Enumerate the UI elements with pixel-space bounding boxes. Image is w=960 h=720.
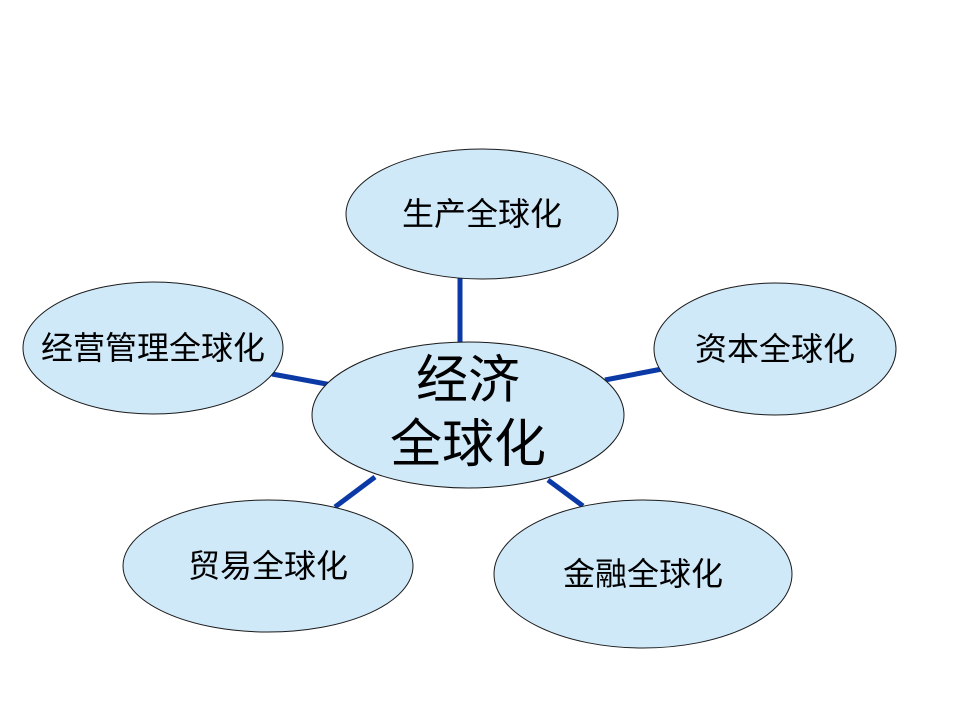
node-finance-label: 金融全球化 bbox=[563, 555, 723, 593]
center-label-line1: 经济 bbox=[416, 351, 520, 411]
node-finance[interactable]: 金融全球化 bbox=[493, 499, 793, 649]
node-production-label: 生产全球化 bbox=[402, 195, 562, 233]
node-trade[interactable]: 贸易全球化 bbox=[122, 499, 414, 633]
node-center[interactable]: 经济 全球化 bbox=[311, 341, 625, 489]
connector-capital bbox=[604, 366, 663, 383]
node-management-shape bbox=[22, 281, 284, 415]
node-capital-shape bbox=[653, 282, 897, 416]
node-trade-shape bbox=[122, 499, 414, 633]
node-capital-label: 资本全球化 bbox=[695, 330, 855, 368]
node-management[interactable]: 经营管理全球化 bbox=[22, 281, 284, 415]
center-label-line2: 全球化 bbox=[390, 415, 546, 475]
node-center-shape bbox=[311, 341, 625, 489]
connector-finance bbox=[546, 477, 585, 509]
node-finance-shape bbox=[493, 499, 793, 649]
node-trade-label: 贸易全球化 bbox=[188, 547, 348, 585]
node-production[interactable]: 生产全球化 bbox=[345, 148, 619, 280]
connector-management bbox=[271, 371, 333, 388]
node-production-shape bbox=[345, 148, 619, 280]
connector-trade bbox=[333, 475, 377, 509]
node-management-label: 经营管理全球化 bbox=[41, 329, 265, 367]
node-capital[interactable]: 资本全球化 bbox=[653, 282, 897, 416]
connectors bbox=[271, 278, 663, 509]
